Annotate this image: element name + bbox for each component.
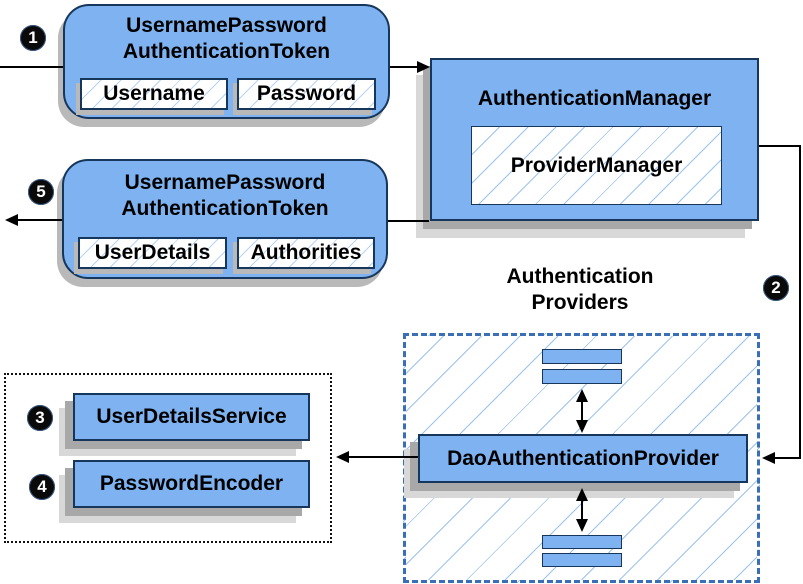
arrow-left-icon (5, 214, 18, 226)
request-token-box: UsernamePassword AuthenticationToken Use… (63, 4, 390, 119)
arrow-right-icon (417, 61, 430, 73)
user-details-service-box: UserDetailsService (73, 393, 310, 441)
dao-authentication-provider-box: DaoAuthenticationProvider (418, 434, 748, 483)
provider-stack-bar (542, 535, 622, 549)
response-token-box: UsernamePassword AuthenticationToken Use… (62, 159, 388, 279)
field-username: Username (80, 78, 228, 110)
services-group-box (4, 373, 332, 543)
provider-stack-bar (542, 369, 622, 384)
manager-to-provider-line (759, 145, 801, 459)
authentication-manager-title: AuthenticationManager (477, 87, 712, 110)
response-token-title: UsernamePassword AuthenticationToken (121, 171, 329, 220)
request-token-title: UsernamePassword AuthenticationToken (122, 14, 331, 63)
provider-stack-bar (542, 349, 622, 364)
step-badge-5: 5 (28, 179, 54, 205)
step-badge-4: 4 (29, 474, 55, 500)
step-badge-3: 3 (27, 405, 53, 431)
step-badge-1: 1 (20, 25, 46, 51)
field-authorities: Authorities (237, 237, 375, 269)
field-password: Password (237, 78, 376, 110)
arrow-left-icon (336, 451, 349, 463)
provider-stack-bar (542, 553, 622, 567)
authentication-manager-box: AuthenticationManager ProviderManager (430, 58, 759, 221)
step-badge-2: 2 (763, 275, 789, 301)
authentication-providers-title: Authentication Providers (506, 265, 654, 314)
provider-manager-box: ProviderManager (471, 126, 722, 205)
field-userdetails: UserDetails (78, 237, 227, 269)
arrow-left-icon (762, 452, 775, 464)
password-encoder-box: PasswordEncoder (73, 460, 310, 508)
